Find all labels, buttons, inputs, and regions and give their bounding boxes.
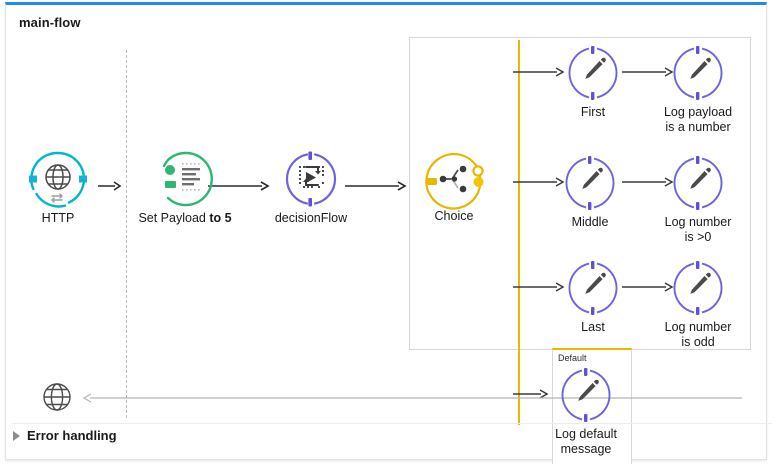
error-handling-row[interactable]: Error handling	[13, 428, 117, 443]
arrow-last-to-lognumberodd	[622, 281, 674, 293]
logger-pencil-icon	[557, 366, 615, 424]
flow-title: main-flow	[19, 15, 81, 30]
set-payload-label-bold: to 5	[209, 211, 232, 225]
node-http[interactable]: HTTP	[29, 150, 87, 226]
set-payload-icon	[156, 150, 214, 208]
node-log-payload-is-a-number[interactable]: Log payload is a number	[646, 44, 750, 135]
node-choice[interactable]: Choice	[402, 148, 506, 224]
arrow-spine-to-first	[513, 66, 565, 78]
arrow-spine-to-default	[513, 388, 549, 400]
logger-pencil-icon	[564, 44, 622, 102]
node-last[interactable]: Last	[564, 259, 622, 335]
node-http-label: HTTP	[41, 211, 75, 225]
node-middle[interactable]: Middle	[538, 154, 642, 230]
node-first-label: First	[580, 105, 606, 119]
main-flow-frame: main-flow Default	[5, 2, 772, 464]
set-payload-label-plain: Set Payload	[138, 211, 210, 225]
default-scope-label: Default	[558, 353, 587, 363]
node-choice-label: Choice	[434, 209, 474, 223]
arrow-spine-to-middle	[513, 176, 565, 188]
arrow-first-to-logpayload	[622, 66, 674, 78]
node-log-number-is-odd[interactable]: Log number is odd	[646, 259, 750, 350]
arrow-setpayload-to-decisionflow	[208, 180, 270, 192]
logger-pencil-icon	[669, 259, 727, 317]
logger-pencil-icon	[669, 154, 727, 212]
node-log-number-is-odd-label: Log number is odd	[664, 320, 732, 349]
arrow-middle-to-lognumbergt0	[622, 176, 674, 188]
error-handling-label: Error handling	[27, 428, 117, 443]
node-log-payload-is-a-number-label: Log payload is a number	[663, 105, 733, 134]
globe-icon	[29, 150, 87, 208]
node-set-payload-label: Set Payload to 5	[133, 211, 237, 226]
flow-reference-icon	[282, 150, 340, 208]
node-log-default-message-label: Log default message	[555, 427, 617, 456]
arrow-http-to-setpayload	[98, 180, 122, 192]
arrow-decisionflow-to-choice	[345, 180, 407, 192]
node-decision-flow-label: decisionFlow	[274, 211, 348, 225]
logger-pencil-icon	[669, 44, 727, 102]
error-section-divider	[12, 423, 772, 424]
node-log-number-gt-zero[interactable]: Log number is >0	[646, 154, 750, 245]
node-log-default-message[interactable]: Log default message	[534, 366, 638, 457]
choice-routing-spine	[518, 40, 520, 425]
node-first[interactable]: First	[564, 44, 622, 120]
source-process-divider	[126, 50, 127, 418]
error-handling-globe-icon	[40, 380, 74, 414]
collapsed-triangle-icon[interactable]	[13, 430, 20, 441]
logger-pencil-icon	[561, 154, 619, 212]
node-last-label: Last	[581, 320, 605, 334]
choice-branch-icon	[425, 148, 484, 210]
node-log-number-gt-zero-label: Log number is >0	[664, 215, 732, 244]
node-middle-label: Middle	[571, 215, 609, 229]
node-decision-flow[interactable]: decisionFlow	[259, 150, 363, 226]
arrow-error-return	[82, 392, 742, 404]
arrow-spine-to-last	[513, 281, 565, 293]
node-set-payload[interactable]: Set Payload to 5	[133, 150, 237, 226]
logger-pencil-icon	[564, 259, 622, 317]
